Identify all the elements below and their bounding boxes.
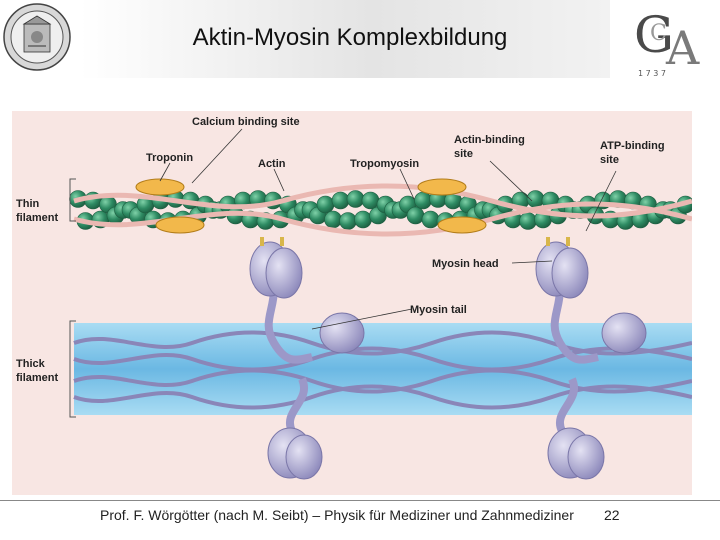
actin-bead-39 — [361, 191, 380, 210]
leader-troponin — [159, 162, 171, 182]
label-thin-filament-1: Thin — [16, 198, 39, 210]
actin-bead-37 — [346, 190, 365, 208]
leader-calcium — [191, 128, 243, 184]
troponin-3 — [417, 178, 467, 196]
leader-tropomyosin — [399, 168, 415, 200]
troponin-4 — [437, 216, 487, 234]
logo-letter-c: C — [650, 21, 667, 46]
binding-marker-3 — [546, 237, 550, 246]
actin-bead-60 — [519, 212, 537, 230]
leader-atp-binding — [585, 170, 617, 232]
leader-myosin-tail — [311, 308, 413, 330]
logo-year: 1 7 3 7 — [638, 69, 666, 78]
label-tropomyosin: Tropomyosin — [350, 158, 419, 170]
footer-text: Prof. F. Wörgötter (nach M. Seibt) – Phy… — [100, 507, 574, 523]
myosin-head-5b — [285, 434, 323, 480]
page-title: Aktin-Myosin Komplexbildung — [192, 24, 508, 51]
logo-letter-a: A — [665, 21, 700, 75]
actin-bead-33 — [316, 195, 335, 214]
label-actin-binding-2: site — [454, 148, 473, 160]
label-myosin-tail: Myosin tail — [410, 304, 467, 316]
label-troponin: Troponin — [146, 152, 193, 164]
binding-marker-1 — [260, 237, 264, 246]
label-atp-binding-2: site — [600, 154, 619, 166]
troponin-2 — [155, 216, 205, 234]
page-number: 22 — [604, 507, 620, 523]
myosin-tail-1 — [264, 288, 313, 364]
binding-marker-2 — [280, 237, 284, 246]
actin-bead-34 — [324, 210, 342, 229]
label-actin-binding-1: Actin-binding — [454, 134, 525, 146]
myosin-head-6b — [567, 434, 605, 480]
thick-filament-body — [74, 323, 692, 415]
leader-myosin-head — [511, 260, 553, 264]
binding-marker-4 — [566, 237, 570, 246]
leader-actin — [273, 168, 285, 192]
actin-bead-36 — [339, 212, 357, 230]
logo-letter-g: G — [634, 6, 674, 64]
label-calcium-binding-site: Calcium binding site — [192, 116, 300, 128]
label-atp-binding-1: ATP-binding — [600, 140, 665, 152]
thin-bracket — [69, 178, 76, 222]
myosin-tail-2 — [550, 288, 599, 364]
myosin-head-3 — [319, 312, 365, 354]
label-thin-filament-2: filament — [16, 212, 59, 224]
myosin-head-2b — [551, 247, 589, 299]
footer-divider — [0, 500, 720, 501]
actin-myosin-diagram: Calcium binding site Troponin Actin Trop… — [12, 111, 692, 495]
leader-actin-binding — [489, 160, 533, 202]
myosin-head-1b — [265, 247, 303, 299]
myosin-tail-5 — [286, 377, 308, 433]
thick-strand-3 — [73, 368, 692, 394]
ga-logo-icon: G A C 1 7 3 7 — [634, 6, 700, 78]
myosin-head-4 — [601, 312, 647, 354]
actin-bead-35 — [331, 191, 350, 210]
header-band — [80, 0, 610, 78]
label-thick-filament-2: filament — [16, 372, 59, 384]
actin-bead-47 — [421, 210, 440, 229]
actin-bead-45 — [406, 206, 425, 225]
university-seal-icon — [3, 3, 71, 71]
thick-strand-4 — [73, 384, 692, 410]
label-actin: Actin — [258, 158, 286, 170]
actin-bead-46 — [414, 191, 432, 210]
actin-bead-38 — [354, 210, 372, 229]
troponin-1 — [135, 178, 185, 196]
tropomyosin-strand-1 — [73, 183, 692, 219]
thick-bracket — [69, 320, 76, 418]
label-myosin-head: Myosin head — [432, 258, 499, 270]
label-thick-filament-1: Thick — [16, 358, 46, 370]
myosin-tail-6 — [556, 377, 578, 433]
